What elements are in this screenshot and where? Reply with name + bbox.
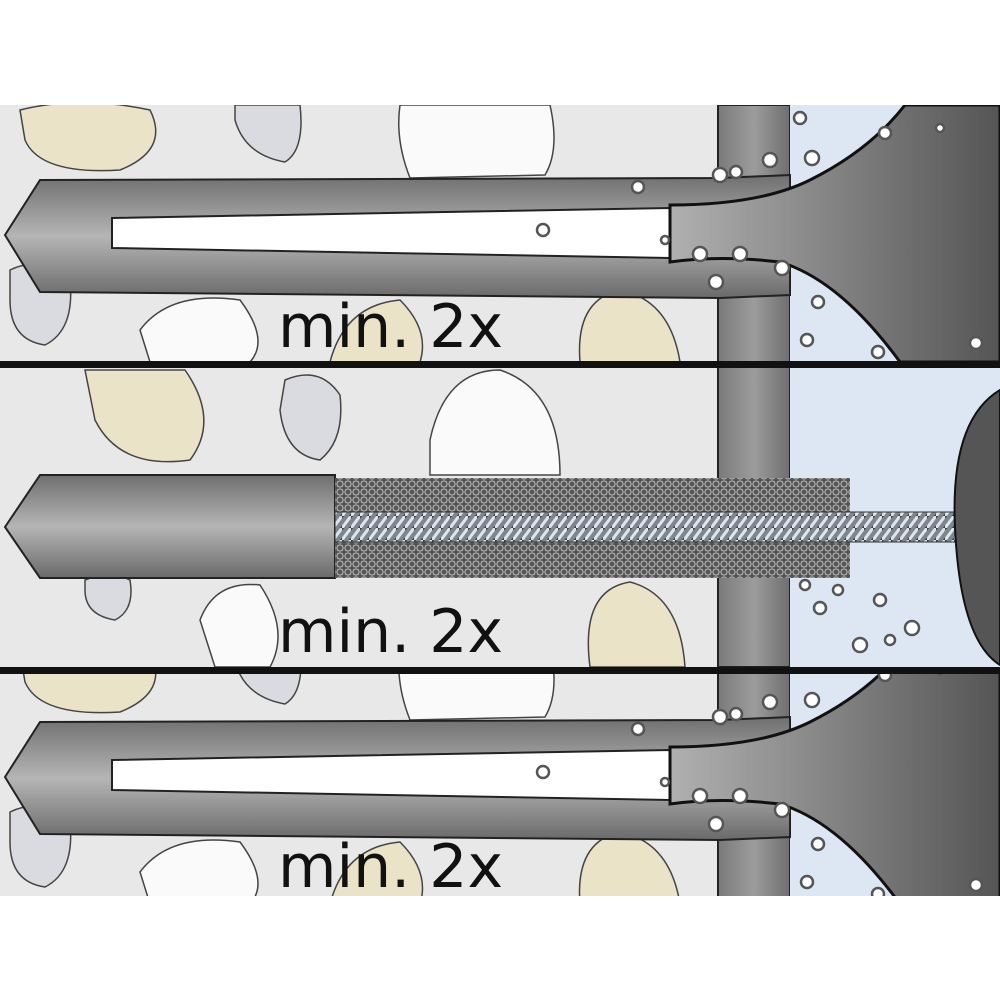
brush-handle bbox=[953, 388, 1000, 667]
panel-brush: min. 2x bbox=[0, 367, 1000, 667]
panel-blow-1: min. 2x bbox=[0, 105, 1000, 362]
panel-label: min. 2x bbox=[278, 292, 503, 362]
panel-label: min. 2x bbox=[278, 597, 503, 667]
divider bbox=[0, 667, 1000, 674]
divider bbox=[0, 361, 1000, 368]
brush-shank bbox=[3, 474, 336, 579]
panel-blow-2: min. 2x bbox=[0, 674, 1000, 902]
threaded-rod bbox=[334, 511, 956, 543]
panel-label: min. 2x bbox=[278, 832, 503, 902]
